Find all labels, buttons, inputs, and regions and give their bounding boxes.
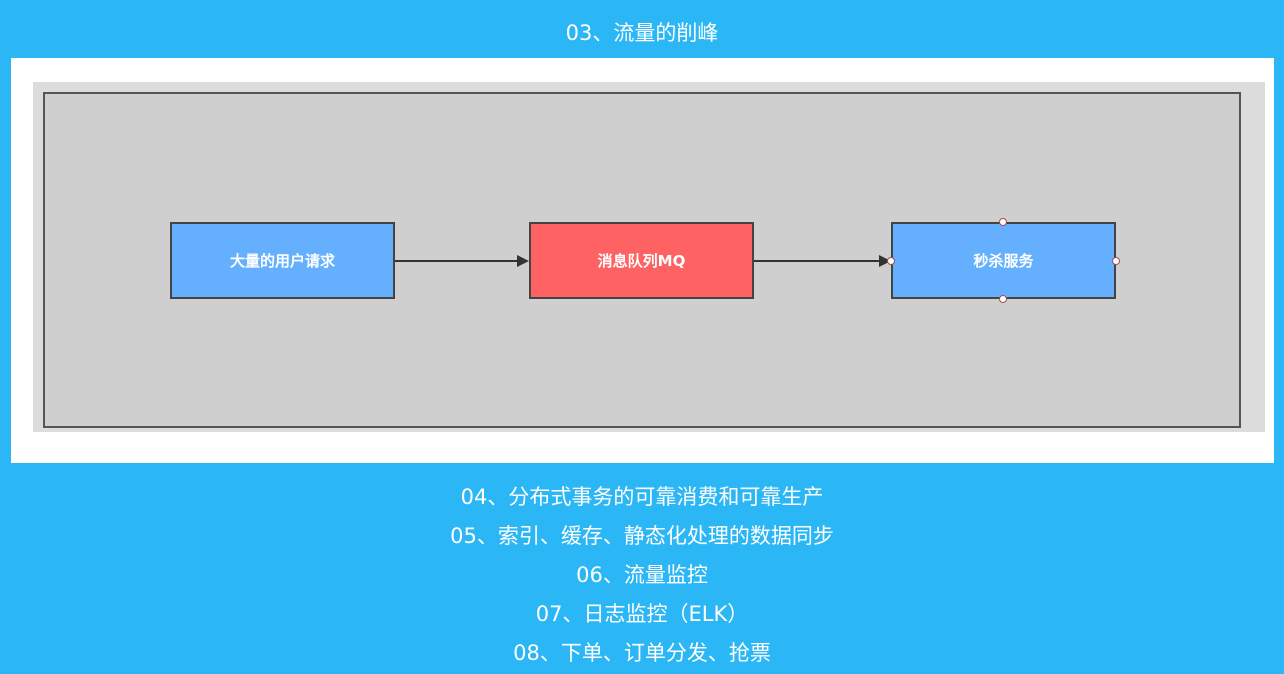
diagram-panel: 大量的用户请求 消息队列MQ 秒杀服务 [11, 58, 1274, 463]
arrow-requests-to-mq [395, 255, 529, 267]
list-item: 06、流量监控 [576, 563, 708, 587]
connection-handle-top[interactable] [999, 218, 1007, 226]
node-seckill-service[interactable]: 秒杀服务 [891, 222, 1116, 299]
arrow-mq-to-service [754, 255, 891, 267]
diagram-frame: 大量的用户请求 消息队列MQ 秒杀服务 [43, 92, 1241, 428]
connection-handle-left[interactable] [887, 257, 895, 265]
node-message-queue[interactable]: 消息队列MQ [529, 222, 754, 299]
connection-handle-bottom[interactable] [999, 295, 1007, 303]
section-title: 03、流量的削峰 [565, 21, 719, 45]
connection-handle-right[interactable] [1112, 257, 1120, 265]
list-item: 04、分布式事务的可靠消费和可靠生产 [460, 485, 824, 509]
list-item: 05、索引、缓存、静态化处理的数据同步 [450, 524, 834, 548]
topic-list: 04、分布式事务的可靠消费和可靠生产 05、索引、缓存、静态化处理的数据同步 0… [0, 478, 1284, 673]
list-item: 07、日志监控（ELK） [535, 602, 749, 626]
node-user-requests[interactable]: 大量的用户请求 [170, 222, 395, 299]
list-item: 08、下单、订单分发、抢票 [513, 641, 771, 665]
